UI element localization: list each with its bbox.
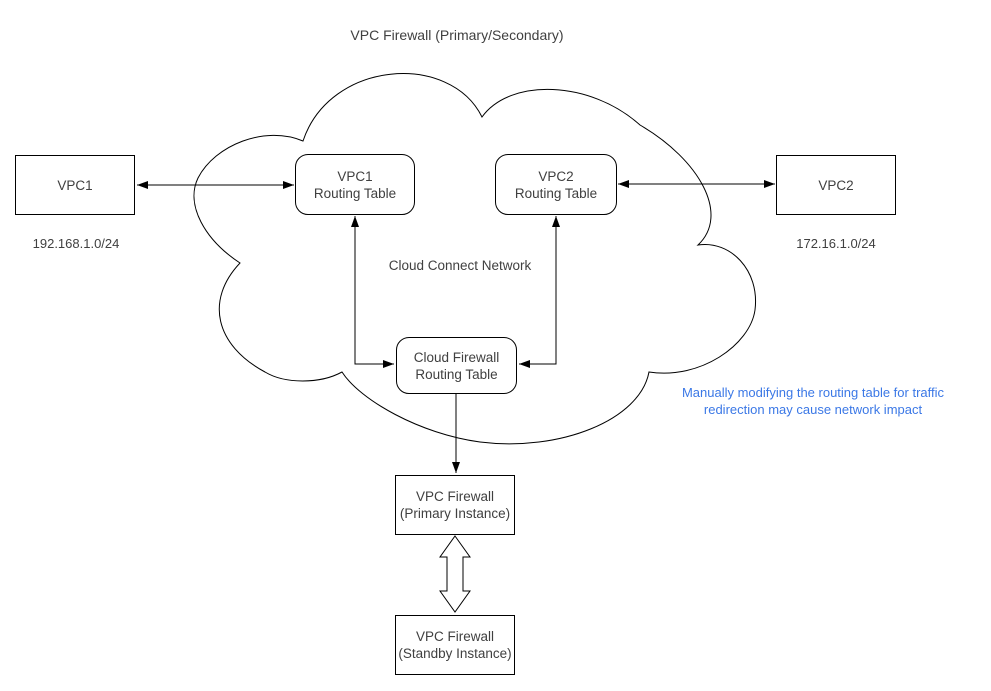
- diagram-title: VPC Firewall (Primary/Secondary): [350, 27, 564, 43]
- connector-vpc2rt-cloudfwrt: [519, 216, 560, 368]
- primary-standby-block-arrow-icon: [439, 535, 471, 613]
- node-vpc-firewall-standby: VPC Firewall (Standby Instance): [395, 615, 515, 675]
- node-vpc2-routing-table: VPC2 Routing Table: [495, 154, 617, 215]
- routing-table-warning-note: Manually modifying the routing table for…: [681, 385, 945, 417]
- connector-vpc1rt-cloudfwrt: [351, 216, 394, 368]
- node-vpc-firewall-primary: VPC Firewall (Primary Instance): [395, 475, 515, 535]
- node-cloud-firewall-routing-table: Cloud Firewall Routing Table: [396, 337, 517, 394]
- vpc1-subnet-label: 192.168.1.0/24: [32, 236, 120, 251]
- cloud-connect-network-label: Cloud Connect Network: [388, 258, 532, 273]
- node-vpc1: VPC1: [15, 155, 135, 215]
- vpc2-subnet-label: 172.16.1.0/24: [796, 236, 876, 251]
- node-vpc2: VPC2: [776, 155, 896, 215]
- node-vpc1-routing-table: VPC1 Routing Table: [295, 154, 415, 215]
